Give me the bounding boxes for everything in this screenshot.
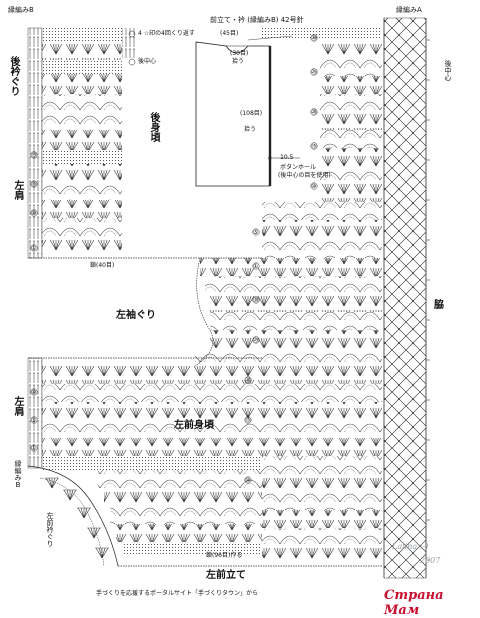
- left-front-neck-label: 左前衿ぐり: [46, 512, 54, 547]
- left-front-band-label: 縁編みB: [14, 460, 22, 489]
- row-num-right: ⑩: [245, 477, 251, 484]
- back-center-label: 後中心: [444, 60, 452, 81]
- left-front-placket-label: 左前立て: [206, 570, 246, 581]
- row-num-right: ⑩: [311, 183, 317, 190]
- left-armhole-label: 左袖ぐり: [116, 310, 156, 321]
- year-watermark: 2007: [420, 556, 441, 565]
- row-num-right: ㉕: [253, 337, 260, 344]
- row-num-right: ⑳: [245, 377, 252, 384]
- inset-title: 前立て・衿 (縁編みB) 42号針: [210, 16, 304, 24]
- inset-measure: 10.5: [280, 154, 294, 161]
- row-num-left: ①: [31, 245, 37, 252]
- row-num-left: ⑲: [31, 152, 38, 159]
- row-num-left: ⑤: [31, 417, 37, 424]
- left-shoulder-top-label: 左肩: [12, 180, 23, 200]
- left-front-body-label: 左前身頃: [174, 420, 214, 431]
- row-num-right: ⑳: [311, 109, 318, 116]
- repeat-note: 4 ☆印の4回くり返す: [138, 30, 195, 37]
- front-body-panel: [262, 28, 382, 560]
- left-front-panel: [27, 357, 382, 567]
- row-circles-left: [30, 151, 38, 452]
- inset-schematic: [195, 35, 300, 187]
- edging-a-label-top: 縁編みA: [396, 6, 422, 14]
- row-num-left: ①: [31, 445, 37, 452]
- row-num-right: ⑳: [311, 35, 318, 42]
- inset-buttonhole-note: (後中心の目を使用): [278, 172, 331, 179]
- row-num-left: ⑮: [31, 181, 38, 188]
- row-width-bottom: 鎖(96目)作る: [206, 552, 243, 559]
- back-collar-label: 後衿ぐり: [8, 56, 19, 96]
- footnote: 手づくりを応援するポータルサイト「手づくりタウン」から: [96, 590, 259, 597]
- row-num-right: ㉕: [311, 69, 318, 76]
- inset-width-label: (45目): [220, 30, 239, 37]
- edging-b-label-top: 縁編みB: [8, 6, 34, 14]
- inset-buttonhole: ボタンホール: [280, 164, 317, 171]
- inset-pickup-1: 拾う: [232, 58, 245, 65]
- row-num-right: ⑮: [311, 143, 318, 150]
- left-shoulder-bottom-label: 左肩: [12, 396, 23, 416]
- inset-side-label: (30目): [230, 50, 249, 57]
- row-num-left: ⑩: [31, 210, 37, 217]
- row-num-right: ⑮: [245, 417, 252, 424]
- row-circles-right: [244, 34, 318, 484]
- armhole-section: [194, 257, 262, 367]
- row-num-right: ①: [253, 263, 259, 270]
- row-num-right: ㉚: [253, 297, 260, 304]
- back-body-label: 後身頃: [148, 112, 159, 142]
- back-panel: [27, 27, 262, 259]
- row-width-top: 鎖(40目): [90, 262, 115, 269]
- row-num-left: ⑩: [31, 389, 37, 396]
- edging-a-band: [383, 17, 430, 579]
- back-center-mark: 後中心: [138, 58, 157, 65]
- inset-side-label-2: (108目): [240, 110, 263, 117]
- brand-watermark: Страна Мам: [384, 588, 444, 618]
- inset-pickup-2: 拾う: [244, 126, 257, 133]
- side-seam-label: 脇: [434, 300, 444, 311]
- signature-watermark: Lalina :-): [392, 542, 429, 551]
- row-markers-top: [128, 30, 136, 66]
- row-num-right: ⑤: [253, 229, 259, 236]
